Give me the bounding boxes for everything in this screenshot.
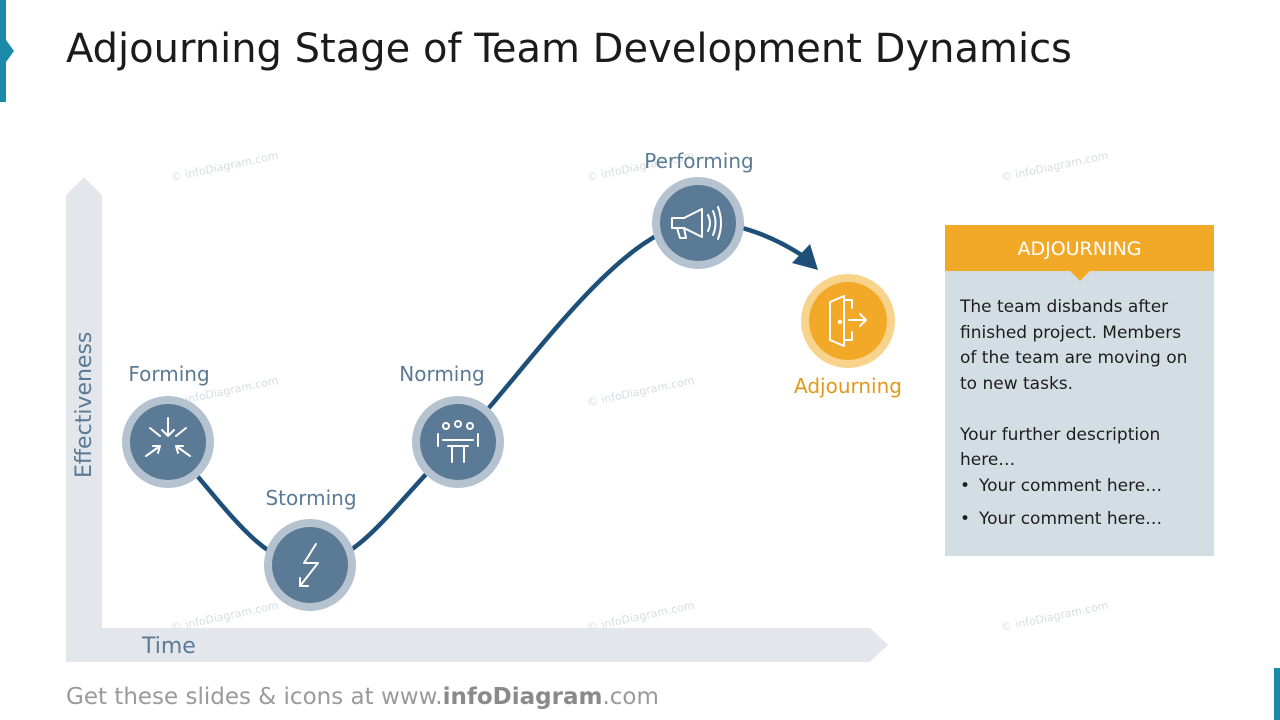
stage-adjourning-node bbox=[801, 274, 895, 368]
converging-arrows-icon bbox=[145, 417, 191, 457]
card-bullet-list: Your comment here… Your comment here… bbox=[960, 474, 1199, 533]
lightning-arrow-icon bbox=[299, 543, 319, 587]
stage-storming-node bbox=[264, 519, 356, 611]
card-header: ADJOURNING bbox=[945, 225, 1214, 281]
stage-label-performing: Performing bbox=[644, 149, 754, 173]
accent-bar-left bbox=[0, 0, 6, 102]
curve-arrowhead bbox=[792, 244, 818, 270]
stage-label-adjourning: Adjourning bbox=[794, 374, 902, 398]
stage-norming-node bbox=[412, 396, 504, 488]
footer-brand: infoDiagram bbox=[442, 684, 603, 710]
stage-label-forming: Forming bbox=[128, 362, 210, 386]
effectiveness-curve bbox=[165, 219, 815, 568]
accent-bar-right bbox=[1274, 668, 1280, 720]
stage-performing-node bbox=[652, 177, 744, 269]
x-axis-label: Time bbox=[142, 634, 196, 659]
page-title: Adjourning Stage of Team Development Dyn… bbox=[66, 26, 1072, 72]
card-bullet: Your comment here… bbox=[960, 507, 1199, 533]
footer-prefix: Get these slides & icons at www. bbox=[66, 684, 443, 710]
accent-notch bbox=[6, 40, 14, 62]
card-paragraph: Your further description here… bbox=[960, 424, 1161, 471]
card-bullet: Your comment here… bbox=[960, 474, 1199, 500]
footer-promo[interactable]: Get these slides & icons at www.infoDiag… bbox=[66, 684, 659, 710]
meeting-table-icon bbox=[437, 420, 479, 463]
megaphone-icon bbox=[671, 206, 722, 240]
stage-label-storming: Storming bbox=[265, 486, 357, 510]
stage-label-norming: Norming bbox=[399, 362, 485, 386]
adjourning-description-card: ADJOURNING The team disbands after finis… bbox=[945, 225, 1214, 556]
door-exit-icon bbox=[829, 295, 867, 347]
stage-forming-node bbox=[122, 396, 214, 488]
card-body: The team disbands after finished project… bbox=[945, 271, 1214, 533]
y-axis-label: Effectiveness bbox=[72, 331, 97, 478]
card-paragraph: The team disbands after finished project… bbox=[960, 297, 1188, 394]
footer-suffix: .com bbox=[602, 684, 659, 710]
